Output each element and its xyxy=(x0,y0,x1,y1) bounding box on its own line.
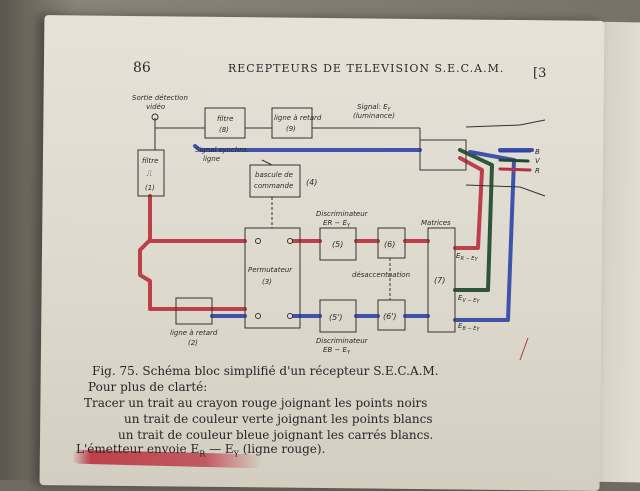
desaccentuation-6p-box xyxy=(377,299,406,331)
luminance-label: (luminance) xyxy=(353,112,395,120)
ligne-2-label: ligne à retard xyxy=(170,329,218,337)
filtre-8-label: filtre xyxy=(217,115,233,123)
permutateur-contacts xyxy=(255,238,293,319)
permutateur-box xyxy=(244,227,301,329)
desaccentuation-label: désaccentuation xyxy=(352,271,410,279)
commande-label: commande xyxy=(254,182,293,190)
filtre-1-symbol: ⎍ xyxy=(146,169,152,178)
eb-ey-bot-label: EB − EY xyxy=(323,346,351,356)
green-trace xyxy=(453,148,494,292)
out-er-label: ER − EY xyxy=(456,252,478,263)
ligne-retard-9-box xyxy=(271,107,313,139)
bascule-label: bascule de xyxy=(255,171,293,179)
er-ey-top-label: ER − EY xyxy=(323,219,351,229)
filtre-1-num: (1) xyxy=(145,184,155,192)
permutateur-num: (3) xyxy=(262,278,272,286)
box-5p-label: (5') xyxy=(329,313,343,322)
pen-mark xyxy=(519,337,529,361)
side-mark: [3 xyxy=(533,66,547,81)
permutateur-label: Permutateur xyxy=(248,266,293,274)
sortie-label: Sortie détection xyxy=(132,94,188,102)
block-diagram: Sortie détection vidéo filtre (8) ligne … xyxy=(132,94,546,361)
discriminateur-bot-label: Discriminateur xyxy=(316,337,369,345)
caption-line-5: L'émetteur envoie ER — EY (ligne rouge). xyxy=(76,442,326,459)
box-7-label: (7) xyxy=(434,276,445,285)
signal-synchro-label: Signal synchro. xyxy=(195,146,249,154)
ligne-2-num: (2) xyxy=(188,339,198,347)
matrices-label: Matrices xyxy=(421,219,451,227)
ligne-word-label: ligne xyxy=(203,155,220,163)
crt-v-label: V xyxy=(535,157,541,165)
video-label: vidéo xyxy=(146,103,165,111)
crt-b-label: B xyxy=(535,148,540,156)
ligne-9-label: ligne à retard xyxy=(274,114,322,122)
bascule-num: (4) xyxy=(306,178,317,187)
matrices-7-box xyxy=(427,227,456,333)
discriminateur-top-label: Discriminateur xyxy=(316,210,369,218)
wiring xyxy=(154,118,546,300)
caption-line-3: un trait de couleur verte joignant les p… xyxy=(124,412,433,426)
page-number: 86 xyxy=(133,60,151,76)
box-5-label: (5) xyxy=(332,240,343,249)
figure-caption: Fig. 75. Schéma bloc simplifié d'un réce… xyxy=(92,364,439,378)
red-trace xyxy=(138,156,484,311)
discriminateur-5p-box xyxy=(319,299,357,333)
filtre-8-num: (8) xyxy=(219,126,229,134)
rgb-output-strokes xyxy=(498,149,532,172)
caption-line-4: un trait de couleur bleue joignant les c… xyxy=(118,428,434,442)
out-eb-label: EB − EY xyxy=(458,322,480,333)
desaccentuation-6-box xyxy=(377,227,406,259)
box-6p-label: (6') xyxy=(383,312,397,321)
signal-ey-label: Signal: EY xyxy=(357,103,392,113)
out-ev-label: EV − EY xyxy=(458,294,480,305)
bascule-commande-box xyxy=(249,164,301,198)
box-6-label: (6) xyxy=(384,240,395,249)
crt-r-label: R xyxy=(535,167,540,175)
filtre-1-label: filtre xyxy=(142,157,158,165)
filtre-1-box xyxy=(137,149,165,197)
caption-line-2: Tracer un trait au crayon rouge joignant… xyxy=(84,396,428,410)
running-title: RECEPTEURS DE TELEVISION S.E.C.A.M. xyxy=(228,62,505,75)
filtre-8-box xyxy=(204,107,246,139)
discriminateur-5-box xyxy=(319,227,357,261)
ligne-9-num: (9) xyxy=(286,125,296,133)
crt-gun-block xyxy=(419,139,467,171)
video-input-node xyxy=(151,113,159,121)
caption-line-1: Pour plus de clarté: xyxy=(88,380,208,394)
ligne-retard-2-box xyxy=(175,297,213,325)
